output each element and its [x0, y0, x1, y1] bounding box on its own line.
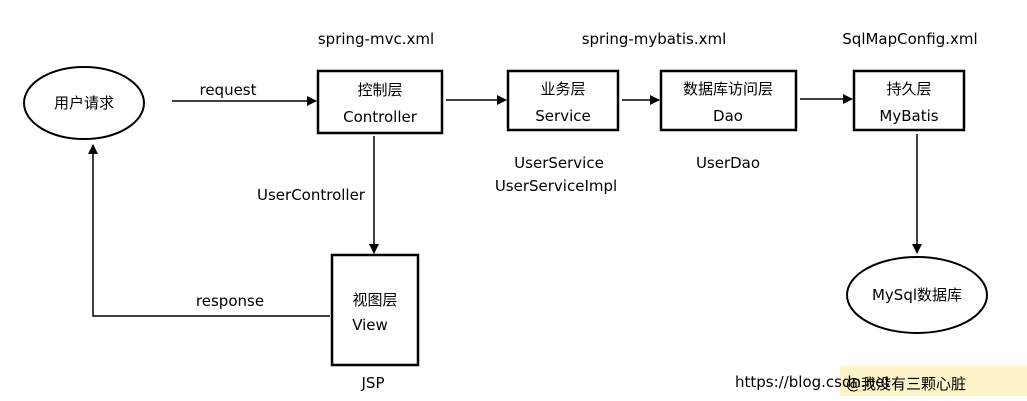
view-title: 视图层: [352, 291, 397, 309]
controller-title: 控制层: [357, 81, 402, 99]
spring-mybatis-config-label: spring-mybatis.xml: [582, 30, 727, 48]
database-label: MySql数据库: [872, 286, 962, 304]
user-request-node: 用户请求: [23, 66, 145, 140]
dao-subtitle: Dao: [713, 107, 743, 125]
user-dao-label: UserDao: [696, 154, 760, 172]
database-node: MySql数据库: [846, 256, 988, 334]
response-label: response: [196, 292, 264, 310]
controller-subtitle: Controller: [343, 108, 418, 126]
controller-node: 控制层 Controller: [316, 69, 444, 135]
persistence-title: 持久层: [886, 80, 931, 98]
watermark: https://blog.csdn.net @我没有三颗心脏: [735, 366, 1027, 396]
user-controller-label: UserController: [257, 186, 366, 204]
user-service-label: UserService: [514, 154, 604, 172]
spring-mvc-config-label: spring-mvc.xml: [318, 30, 434, 48]
request-label: request: [199, 81, 256, 99]
view-node: 视图层 View: [330, 253, 420, 367]
watermark-url: https://blog.csdn.net: [735, 373, 891, 391]
watermark-background: [840, 366, 1027, 396]
jsp-label: JSP: [361, 374, 385, 392]
user-request-label: 用户请求: [54, 94, 114, 112]
persistence-node: 持久层 MyBatis: [852, 69, 966, 132]
service-subtitle: Service: [535, 107, 590, 125]
service-title: 业务层: [540, 80, 585, 98]
watermark-author: @我没有三颗心脏: [846, 375, 966, 393]
response-arrow: [88, 144, 330, 317]
dao-title: 数据库访问层: [683, 80, 773, 98]
service-node: 业务层 Service: [506, 69, 620, 132]
view-subtitle: View: [352, 316, 388, 334]
persistence-subtitle: MyBatis: [879, 107, 938, 125]
sqlmap-config-label: SqlMapConfig.xml: [842, 30, 977, 48]
dao-node: 数据库访问层 Dao: [659, 69, 798, 132]
user-service-impl-label: UserServiceImpl: [495, 177, 617, 195]
